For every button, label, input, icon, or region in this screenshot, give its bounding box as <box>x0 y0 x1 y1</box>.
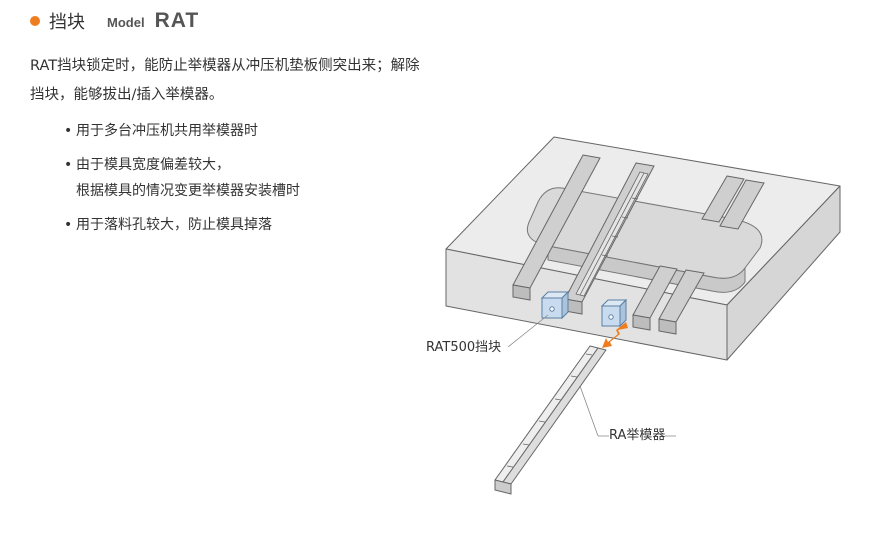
bullet-icon: • <box>64 123 73 139</box>
feature-text: 根据模具的情况变更举模器安装槽时 <box>76 183 300 199</box>
installed-die-lifter <box>575 171 649 297</box>
model-code: RAT <box>154 9 200 32</box>
feature-text: 由于模具宽度偏差较大， <box>76 157 230 173</box>
feature-text: 用于落料孔较大，防止模具掉落 <box>76 217 272 233</box>
section-title: 挡块 <box>49 12 85 33</box>
insert-remove-arrow-icon <box>602 322 628 348</box>
stopper-block-1 <box>540 290 570 320</box>
description-line-1: RAT挡块锁定时，能防止举模器从冲压机垫板侧突出来；解除 <box>30 58 420 74</box>
feature-item-2: • 由于模具宽度偏差较大， 根据模具的情况变更举模器安装槽时 <box>64 152 300 204</box>
bullet-icon: • <box>64 157 73 173</box>
feature-item-3: • 用于落料孔较大，防止模具掉落 <box>64 212 300 238</box>
model-label: Model <box>107 15 145 30</box>
removed-die-lifter <box>494 345 607 495</box>
leader-lines <box>507 314 676 437</box>
orange-bullet-icon <box>30 16 40 26</box>
center-opening <box>526 187 763 293</box>
feature-item-1: • 用于多台冲压机共用举模器时 <box>64 118 300 144</box>
stopper-block-2 <box>600 298 628 328</box>
feature-text: 用于多台冲压机共用举模器时 <box>76 123 258 139</box>
t-slots <box>512 154 765 335</box>
description-line-2: 挡块，能够拔出/插入举模器。 <box>30 87 224 103</box>
bolster-plate <box>445 136 841 361</box>
description: RAT挡块锁定时，能防止举模器从冲压机垫板侧突出来；解除 挡块，能够拔出/插入举… <box>30 52 470 110</box>
label-ra-die-lifter: RA举模器 <box>609 428 666 444</box>
section-header: 挡块 Model RAT <box>30 8 199 34</box>
label-rat500-stopper: RAT500挡块 <box>426 340 502 356</box>
feature-list: • 用于多台冲压机共用举模器时 • 由于模具宽度偏差较大， 根据模具的情况变更举… <box>64 118 300 246</box>
bullet-icon: • <box>64 217 73 233</box>
